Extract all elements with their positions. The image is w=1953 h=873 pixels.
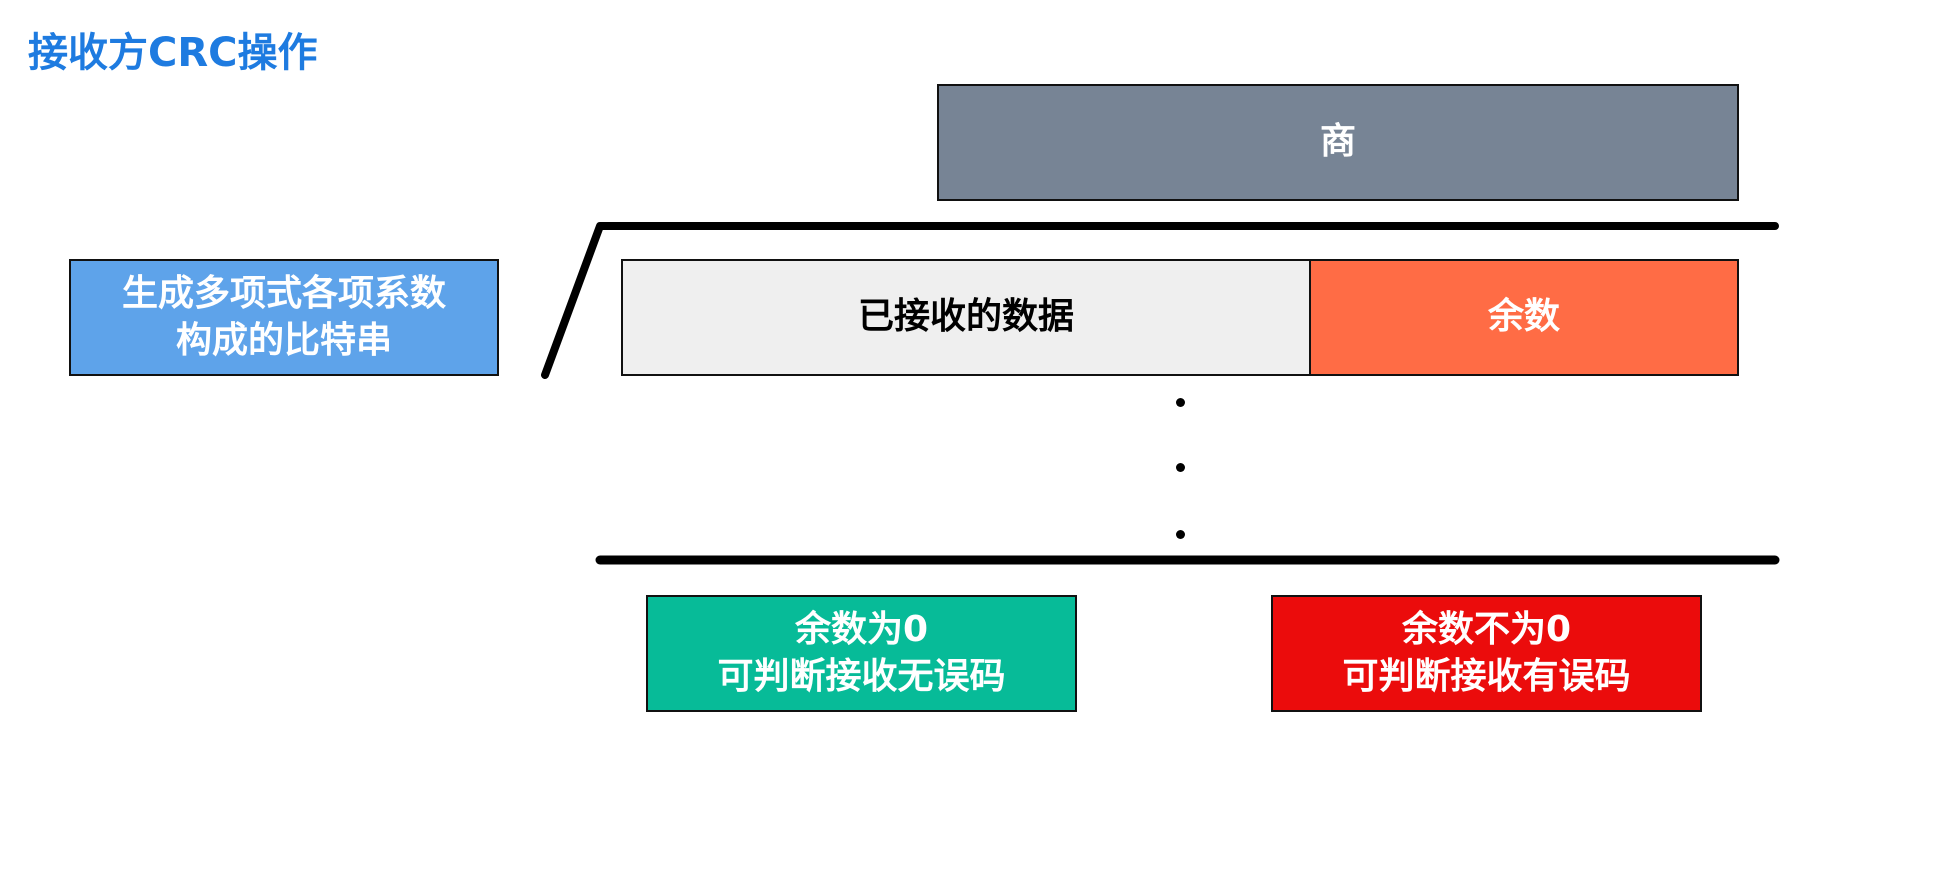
quotient-box: 商 bbox=[937, 84, 1739, 201]
result-ok-box: 余数为0 可判断接收无误码 bbox=[646, 595, 1077, 712]
ellipsis-dot bbox=[1176, 398, 1185, 407]
remainder-label: 余数 bbox=[1487, 296, 1560, 338]
ellipsis-dot bbox=[1176, 463, 1185, 472]
generator-label-line2: 构成的比特串 bbox=[175, 319, 392, 361]
remainder-box: 余数 bbox=[1309, 259, 1739, 376]
page-title: 接收方CRC操作 bbox=[28, 30, 318, 76]
result-error-box: 余数不为0 可判断接收有误码 bbox=[1271, 595, 1702, 712]
received-data-box: 已接收的数据 bbox=[621, 259, 1311, 376]
generator-label-line1: 生成多项式各项系数 bbox=[121, 272, 446, 314]
generator-box: 生成多项式各项系数 构成的比特串 bbox=[69, 259, 499, 376]
result-ok-line1: 余数为0 bbox=[794, 608, 929, 650]
quotient-label: 商 bbox=[1319, 121, 1356, 163]
result-error-line2: 可判断接收有误码 bbox=[1342, 655, 1631, 697]
received-data-label: 已接收的数据 bbox=[857, 296, 1074, 338]
result-error-line1: 余数不为0 bbox=[1401, 608, 1572, 650]
ellipsis-dot bbox=[1176, 530, 1185, 539]
division-bracket-line bbox=[541, 222, 1779, 379]
result-ok-line2: 可判断接收无误码 bbox=[717, 655, 1006, 697]
